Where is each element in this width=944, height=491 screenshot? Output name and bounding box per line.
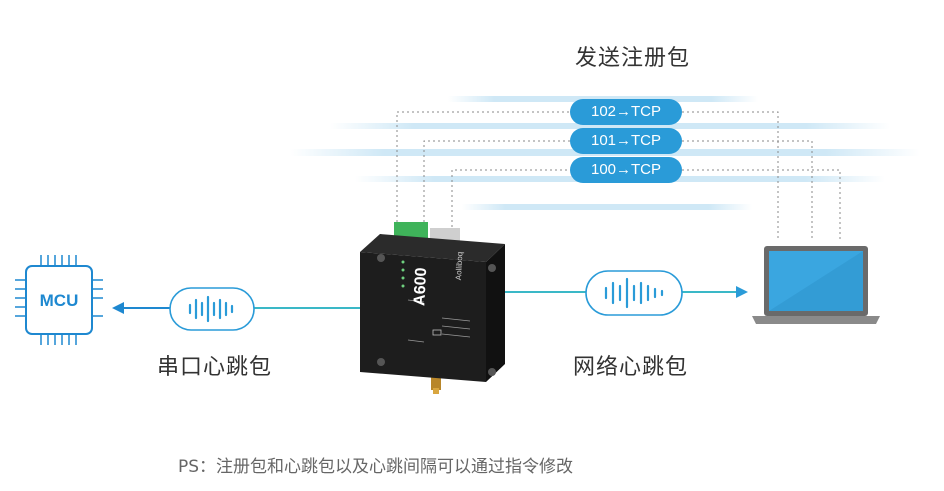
- device-brand: Aolliboq: [454, 251, 465, 281]
- laptop-icon: [752, 246, 880, 324]
- packet-connectors: [396, 111, 841, 240]
- packet-pill-101: 101→TCP: [570, 128, 682, 154]
- mcu-chip-icon: [15, 255, 103, 345]
- serial-heartbeat-label: 串口心跳包: [157, 355, 273, 380]
- a600-device-image: [360, 222, 505, 394]
- mcu-label: MCU: [40, 291, 79, 310]
- network-heartbeat-icon: [585, 270, 683, 316]
- device-model: A600: [411, 267, 431, 307]
- packet-pill-102: 102→TCP: [570, 99, 682, 125]
- data-stream: [462, 204, 752, 210]
- data-stream: [330, 123, 890, 129]
- diagram-title: 发送注册包: [575, 46, 691, 71]
- packet-pill-100: 100→TCP: [570, 157, 682, 183]
- serial-heartbeat-icon: [169, 287, 255, 331]
- network-heartbeat-label: 网络心跳包: [573, 355, 689, 380]
- footer-note: PS：注册包和心跳包以及心跳间隔可以通过指令修改: [178, 457, 574, 477]
- mcu-label-layer: MCU: [40, 291, 79, 310]
